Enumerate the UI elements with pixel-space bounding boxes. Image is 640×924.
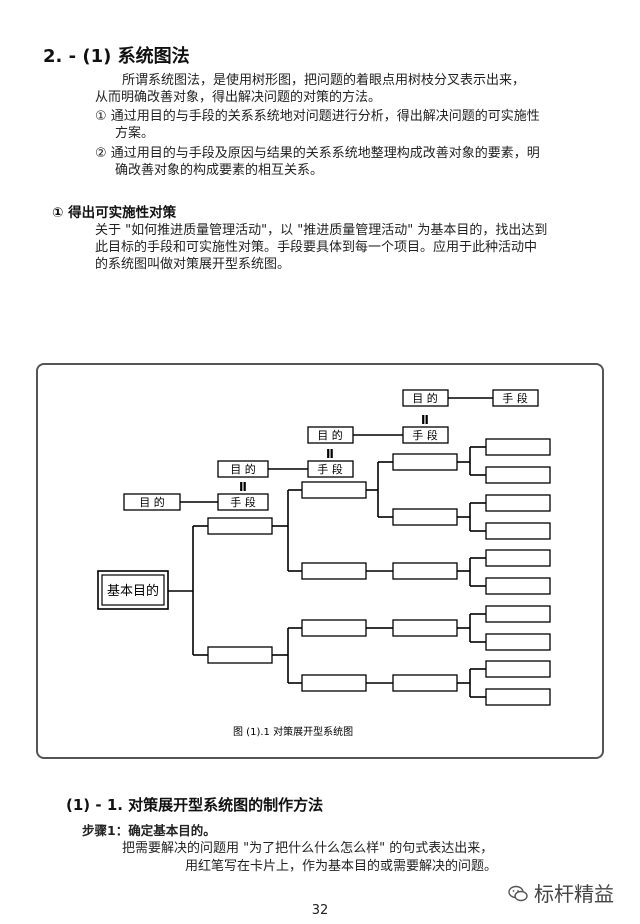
section-title: 2. - (1) 系统图法 (43, 46, 190, 67)
intro-item-1-line-1: ① 通过用目的与手段的关系系统地对问题进行分析，得出解决问题的可实施性 (95, 109, 540, 124)
intro-item-2-line-1: ② 通过用目的与手段及原因与结果的关系系统地整理构成改善对象的要素，明 (95, 146, 540, 161)
purpose-label: 目 的 (230, 462, 256, 476)
equals-sign: Ⅱ (239, 480, 247, 494)
step1-line-2: 用红笔写在卡片上，作为基本目的或需要解决的问题。 (185, 859, 498, 874)
page-number: 32 (311, 903, 329, 918)
means-label: 手 段 (317, 462, 343, 476)
purpose-label: 目 的 (139, 495, 165, 509)
wechat-icon (508, 885, 528, 902)
step1-heading: 步骤1：确定基本目的。 (82, 823, 216, 838)
figure-caption: 图 (1).1 对策展开型系统图 (233, 725, 353, 738)
intro-item-1-line-2: 方案。 (115, 126, 155, 141)
equals-sign: Ⅱ (421, 413, 429, 427)
sub-heading: ① 得出可实施性对策 (52, 205, 177, 221)
watermark-text: 标杆精益 (534, 882, 614, 906)
root-node: 基本目的 (97, 570, 169, 610)
purpose-label: 目 的 (317, 428, 343, 442)
sub-para-line-2: 此目标的手段和可实施性对策。手段要具体到每一个项目。应用于此种活动中 (95, 240, 538, 255)
step1-line-1: 把需要解决的问题用 "为了把什么什么怎么样" 的句式表达出来， (122, 841, 494, 856)
sub-para-line-3: 的系统图叫做对策展开型系统图。 (95, 257, 291, 272)
purpose-label: 目 的 (412, 391, 438, 405)
tree-diagram: 基本目的 目 的 手 段 目 的 手 段 目 的 手 段 目 的 手 段 Ⅱ Ⅱ… (97, 389, 551, 738)
sub-para-line-1: 关于 "如何推进质量管理活动"，以 "推进质量管理活动" 为基本目的，找出达到 (95, 223, 548, 238)
equals-sign: Ⅱ (326, 447, 334, 461)
section2-title: (1) - 1. 对策展开型系统图的制作方法 (66, 796, 324, 814)
intro-line-2: 从而明确改善对象，得出解决问题的对策的方法。 (95, 90, 382, 105)
watermark: 标杆精益 (508, 878, 614, 907)
intro-item-2-line-2: 确改善对象的构成要素的相互关系。 (115, 163, 324, 178)
means-label: 手 段 (412, 428, 438, 442)
tree-diagram-frame: 基本目的 目 的 手 段 目 的 手 段 目 的 手 段 目 的 手 段 Ⅱ Ⅱ… (36, 363, 604, 759)
intro-line-1: 所谓系统图法，是使用树形图，把问题的着眼点用树枝分叉表示出来， (122, 73, 526, 88)
means-label: 手 段 (230, 495, 256, 509)
means-label: 手 段 (502, 391, 528, 405)
root-label: 基本目的 (107, 583, 159, 599)
